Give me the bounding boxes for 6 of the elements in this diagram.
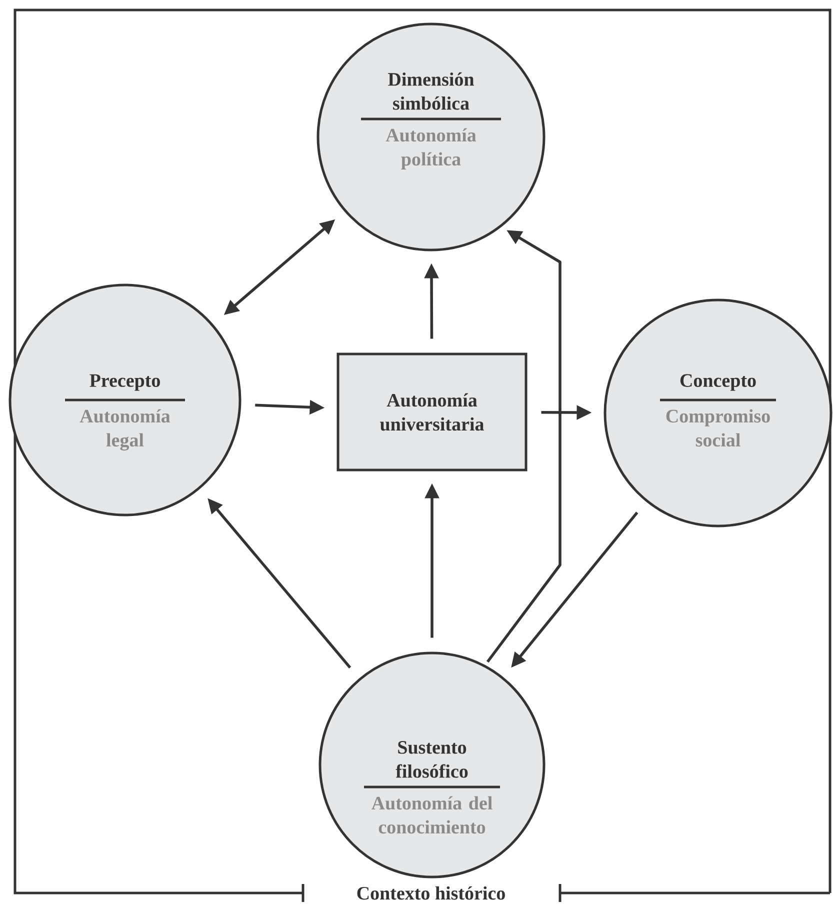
circle-node: Concepto Compromiso social (604, 298, 832, 528)
circle-node: Precepto Autonomía legal (8, 284, 242, 516)
arrow (486, 230, 562, 663)
rectangle-node: Autonomía universitaria (336, 352, 528, 472)
circle-node: Sustento filosófico Autonomía del conocimiento (318, 652, 546, 878)
circle-node: Dimensión simbólica Autonomía política (316, 22, 546, 252)
